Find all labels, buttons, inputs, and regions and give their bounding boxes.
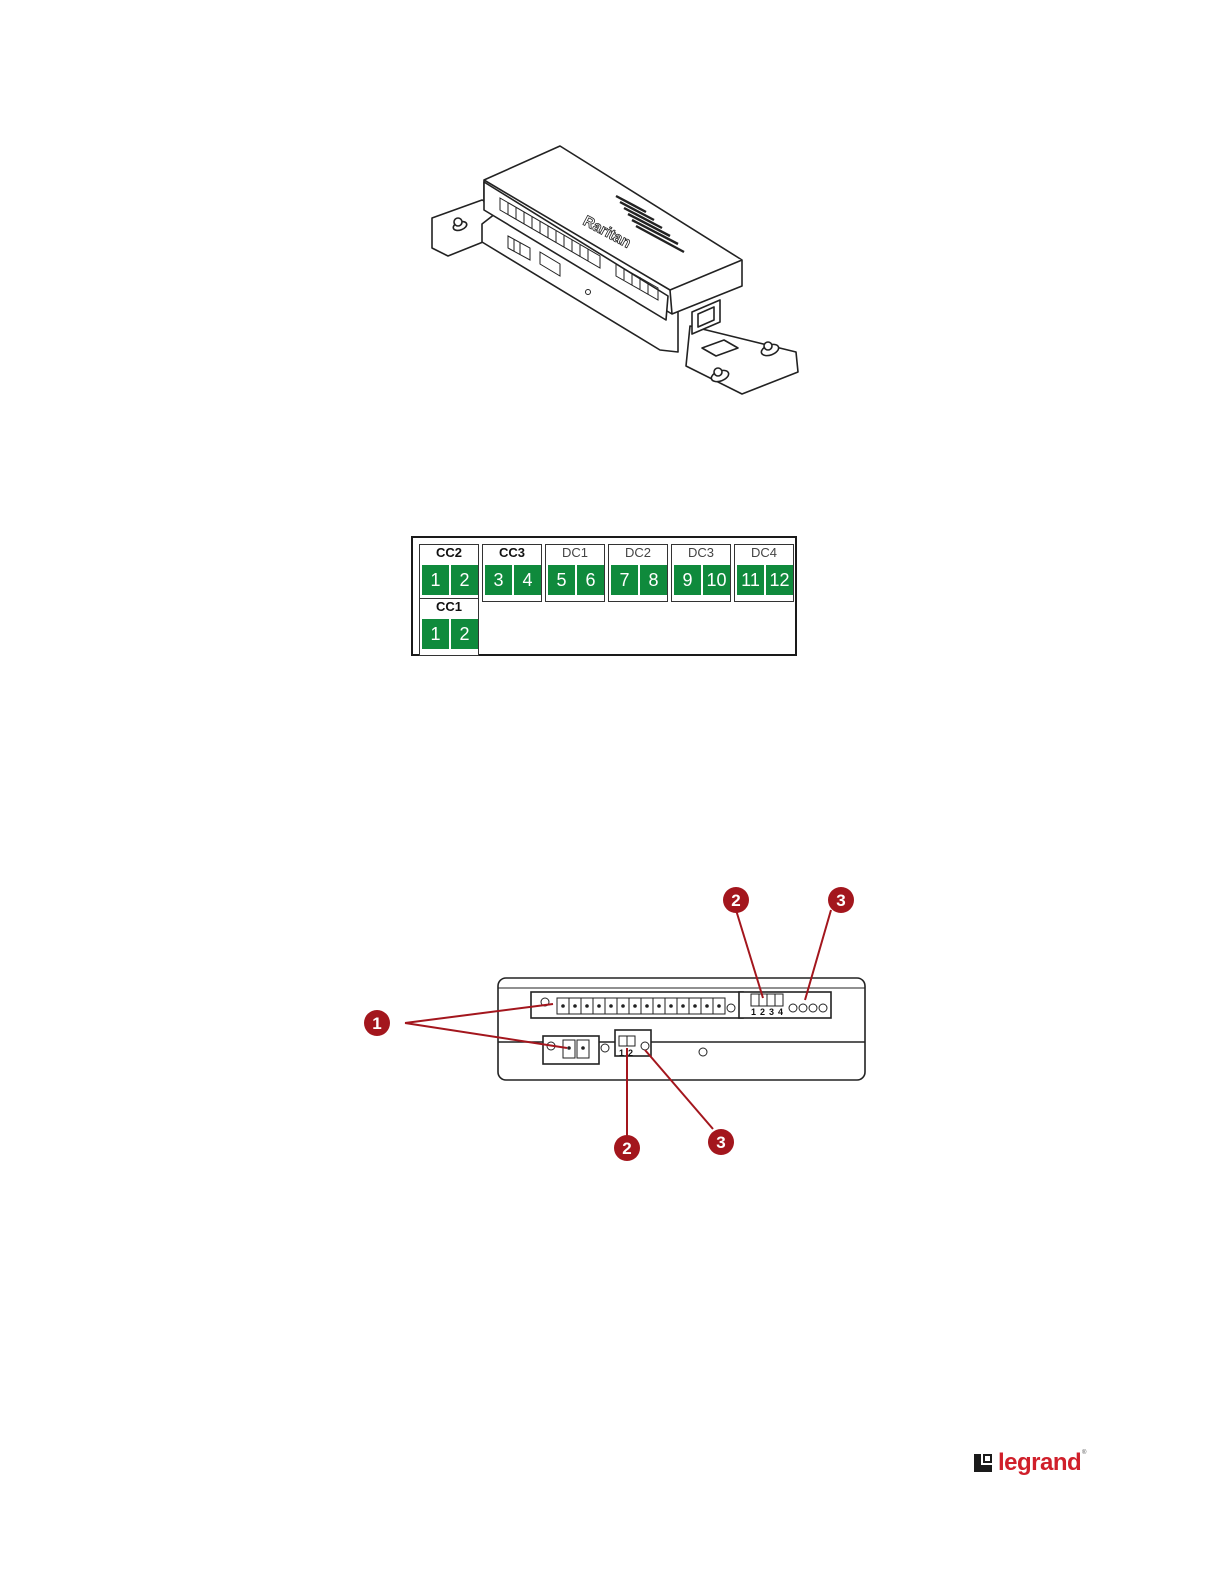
callout-2-top-label: 2 [731, 891, 740, 910]
group-cc3: CC3 3 4 [482, 544, 542, 602]
dip-label: 2 [628, 1048, 633, 1058]
dip-label: 2 [760, 1007, 765, 1017]
dip-label: 1 [751, 1007, 756, 1017]
group-title: CC1 [420, 600, 478, 614]
pin-label: 2 [451, 565, 478, 595]
pin-label: 5 [548, 565, 575, 595]
group-title: DC1 [546, 546, 604, 560]
pin-label: 7 [611, 565, 638, 595]
callout-1-label: 1 [372, 1014, 381, 1033]
group-title: DC4 [735, 546, 793, 560]
pin-label: 4 [514, 565, 541, 595]
group-dc4: DC4 11 12 [734, 544, 794, 602]
group-title: DC3 [672, 546, 730, 560]
group-dc3: DC3 9 10 [671, 544, 731, 602]
pin-label: 1 [422, 619, 449, 649]
trademark-mark: ® [1082, 1450, 1086, 1456]
group-dc1: DC1 5 6 [545, 544, 605, 602]
legrand-wordmark: legrand [998, 1449, 1081, 1477]
callout-3-bottom-label: 3 [716, 1133, 725, 1152]
legrand-mark-icon [974, 1454, 992, 1472]
dip-label: 4 [778, 1007, 783, 1017]
device-isometric-drawing: Raritan [420, 140, 810, 400]
callout-3-top-label: 3 [836, 891, 845, 910]
pin-label: 11 [737, 565, 764, 595]
callout-2-bottom-label: 2 [622, 1139, 631, 1158]
pin-label: 10 [703, 565, 730, 595]
pin-label: 8 [640, 565, 667, 595]
group-dc2: DC2 7 8 [608, 544, 668, 602]
pin-label: 12 [766, 565, 793, 595]
pin-label: 1 [422, 565, 449, 595]
group-cc2: CC2 1 2 [419, 544, 479, 602]
group-cc1: CC1 1 2 [419, 598, 479, 656]
group-title: CC3 [483, 546, 541, 560]
group-title: CC2 [420, 546, 478, 560]
dip-label: 1 [619, 1048, 624, 1058]
pin-label: 6 [577, 565, 604, 595]
group-title: DC2 [609, 546, 667, 560]
dip-label: 3 [769, 1007, 774, 1017]
pin-label-panel: CC2 1 2 CC3 3 4 DC1 5 6 DC2 7 8 DC3 9 10… [411, 536, 797, 656]
pin-label: 2 [451, 619, 478, 649]
pin-label: 9 [674, 565, 701, 595]
pin-label: 3 [485, 565, 512, 595]
device-front-view-drawing: 1 2 3 4 1 2 1 2 3 2 3 [355, 880, 875, 1165]
